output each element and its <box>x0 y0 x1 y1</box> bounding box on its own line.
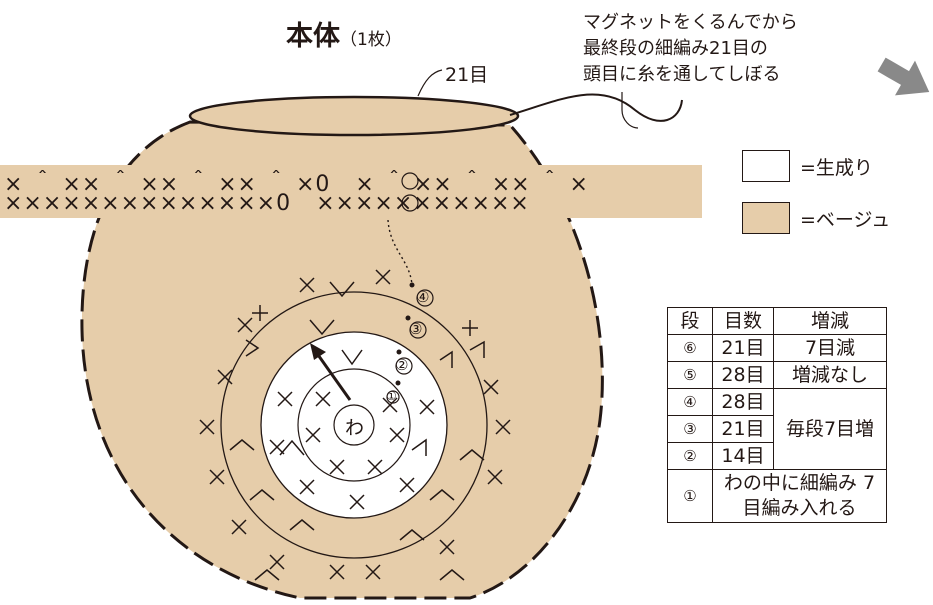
note-line-2: 最終段の細編み21目の <box>583 38 768 59</box>
row-change-wide: わの中に細編み 7目編み入れる <box>712 469 887 523</box>
note: マグネットをくるんでから 最終段の細編み21目の 頭目に糸を通してしぼる <box>583 10 798 88</box>
row-round: ⑤ <box>667 361 713 389</box>
table-header: 段 目数 増減 <box>667 307 887 335</box>
header-change: 増減 <box>773 307 887 335</box>
row-count: 28目 <box>712 388 774 416</box>
direction-arrow <box>877 57 930 96</box>
row-round: ③ <box>667 415 713 443</box>
title-sub: （1枚） <box>340 30 402 50</box>
note-leader <box>621 92 639 129</box>
row-round: ④ <box>667 388 713 416</box>
band-row-6: × ＾ ×× ＾ ×× ＾ ×× ＾ ×0⑥× ＾ ×× ＾ ×× ＾ × <box>4 166 589 198</box>
note-line-1: マグネットをくるんでから <box>583 12 798 33</box>
note-line-3: 頭目に糸を通してしぼる <box>583 64 781 85</box>
row-count: 14目 <box>712 442 774 470</box>
title: 本体（1枚） <box>286 14 402 53</box>
row-change: 増減なし <box>773 361 887 389</box>
band-row-6-left: × ＾ ×× ＾ ×× ＾ ×× ＾ ×0 <box>4 172 331 197</box>
row-round: ⑥ <box>667 334 713 362</box>
header-round: 段 <box>667 307 713 335</box>
round-number-circles <box>386 172 434 404</box>
legend-swatch-natural <box>742 150 790 182</box>
band-row-6-right: × ＾ ×× ＾ ×× ＾ × <box>355 172 589 197</box>
stitch-symbols <box>199 269 511 581</box>
row-count: 28目 <box>712 361 774 389</box>
count-leader <box>417 69 443 97</box>
legend-label-beige: =ベージュ <box>800 208 891 231</box>
table-row: ③ 21目 <box>667 415 887 443</box>
row-change-merged: 毎段7目増 <box>773 388 887 470</box>
row-count: 21目 <box>712 415 774 443</box>
table-row: ② 14目 <box>667 442 887 470</box>
table-row: ⑥ 21目 7目減 <box>667 334 887 362</box>
band-row-5-right: ××××××××××× <box>316 191 530 216</box>
legend-item-beige: =ベージュ <box>742 202 890 234</box>
band-row-5-left: ××××××××××××××0 <box>4 191 292 216</box>
top-opening <box>188 95 520 137</box>
round-start-marks <box>395 282 415 386</box>
row-round: ② <box>667 442 713 470</box>
top-count-label: 21目 <box>445 64 489 86</box>
legend-item-natural: =生成り <box>742 150 873 182</box>
title-main: 本体 <box>286 21 340 52</box>
table-row: ① わの中に細編み 7目編み入れる <box>667 469 887 523</box>
table-row: ④ 28目 毎段7目増 <box>667 388 887 470</box>
band-strip <box>0 165 702 218</box>
round-1-label: ① <box>386 389 397 403</box>
header-count: 目数 <box>712 307 774 335</box>
ring-4 <box>220 291 488 559</box>
row-count: 21目 <box>712 334 774 362</box>
row-round: ① <box>667 469 713 523</box>
center-label: わ <box>345 417 365 439</box>
band-row-5: ××××××××××××××0⑤××××××××××× <box>4 191 530 216</box>
round-2-label: ② <box>395 356 409 374</box>
row-change: 7目減 <box>773 334 887 362</box>
legend-swatch-beige <box>742 202 790 234</box>
legend-label-natural: =生成り <box>800 156 873 179</box>
round-4-label: ④ <box>416 288 430 306</box>
table-row: ⑤ 28目 増減なし <box>667 361 887 389</box>
round-3-label: ③ <box>409 320 423 338</box>
ring-2 <box>297 368 411 482</box>
round-direction-arrow <box>314 351 352 401</box>
yarn-tail <box>509 93 683 122</box>
center-ring <box>333 404 375 446</box>
round-direction-arrowhead <box>310 343 326 360</box>
round-connector <box>387 219 413 286</box>
round-table: 段 目数 増減 ⑥ 21目 7目減 ⑤ 28目 増減なし ④ 28目 毎段7目増… <box>667 307 887 523</box>
